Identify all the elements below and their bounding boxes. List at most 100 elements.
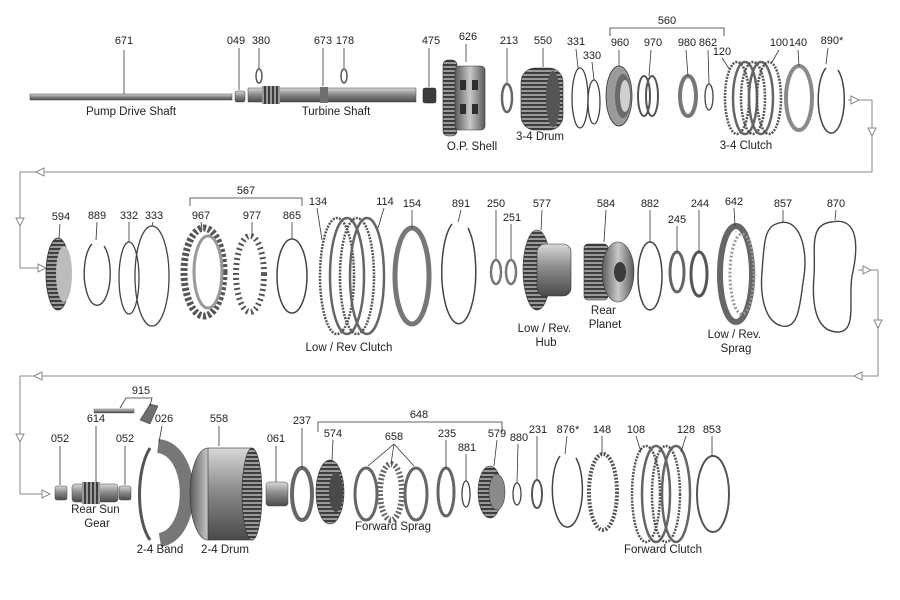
part-number-label: 237 <box>293 415 311 427</box>
part-number-label: 671 <box>115 35 133 47</box>
part-number-label: 584 <box>597 198 615 210</box>
part-number-label: 330 <box>583 50 601 62</box>
part-number-label: 862 <box>699 37 717 49</box>
drum-3-4-550: 550 3-4 Drum <box>516 35 564 143</box>
part-name-label: Low / Rev. Hub <box>518 323 575 349</box>
part-number-label: 558 <box>210 413 228 425</box>
part-number-label: 140 <box>789 37 807 49</box>
pump-drive-shaft-671: 671 Pump Drive Shaft <box>29 35 233 118</box>
backing-plate-148: 148 <box>587 424 619 532</box>
part-number-label: 673 <box>314 35 332 47</box>
snap-ring-853: 853 <box>696 424 730 533</box>
apply-plate-120: 120 <box>713 46 731 71</box>
part-number-label: 890* <box>821 35 844 47</box>
backing-plate-140: 140 <box>784 37 814 132</box>
part-number-label: 120 <box>713 46 731 58</box>
clutch-plate-134: 134 <box>309 196 327 241</box>
thrust-bearing-245: 245 <box>668 214 686 294</box>
part-number-label: 052 <box>116 433 134 445</box>
piston-960: 960 <box>605 37 633 127</box>
band-anchor-915: 915 <box>93 385 159 425</box>
part-number-label: 026 <box>155 413 173 425</box>
drum-2-4-558: 558 2-4 Drum <box>189 413 263 556</box>
thrust-washer-250: 250 <box>487 198 505 286</box>
part-number-label: 857 <box>774 198 792 210</box>
snap-ring-862: 862 <box>699 37 717 111</box>
row-3-parts: 052 614 Rear Sun Gear 052 915 <box>51 385 730 556</box>
sleeve-061: 061 <box>265 433 289 507</box>
part-number-label: 251 <box>503 212 521 224</box>
part-number-label: 967 <box>192 210 210 222</box>
part-number-label: 244 <box>691 198 709 210</box>
clutch-plate-114: 114 <box>376 196 394 229</box>
row-2-parts: 594 889 332 333 567 967 <box>45 185 857 355</box>
rear-planet-584: 584 Rear Planet <box>583 198 635 331</box>
group-bracket-648: 648 <box>317 409 503 432</box>
seal-ring-333: 333 <box>134 210 170 327</box>
group-name-label: Forward Sprag <box>355 521 431 533</box>
forward-sprag-658: 658 Forward Sprag <box>353 431 431 533</box>
flow-connector-row2-to-row3 <box>15 265 883 499</box>
seal-ring-380: 380 <box>252 35 270 84</box>
clutch-pack-low-rev: Low / Rev Clutch <box>306 216 392 354</box>
group-number-label: 648 <box>410 409 428 421</box>
part-number-label: 594 <box>52 211 70 223</box>
part-number-label: 889 <box>88 210 106 222</box>
rear-sun-gear-614: 614 Rear Sun Gear <box>71 413 120 530</box>
part-number-label: 380 <box>252 35 270 47</box>
low-rev-hub-577: 577 Low / Rev. Hub <box>518 198 575 349</box>
group-number-label: 560 <box>658 15 676 27</box>
op-shell-626: 626 O.P. Shell <box>442 31 497 153</box>
thrust-washer-231: 231 <box>529 424 547 509</box>
part-number-label: 049 <box>227 35 245 47</box>
seal-ring-178: 178 <box>336 35 354 84</box>
thrust-washer-237: 237 <box>290 415 314 522</box>
part-number-label: 231 <box>529 424 547 436</box>
part-number-label: 148 <box>593 424 611 436</box>
part-number-label: 128 <box>677 424 695 436</box>
part-number-label: 052 <box>51 433 69 445</box>
snap-ring-857: 857 <box>760 198 806 327</box>
low-rev-sprag-642: 642 Low / Rev. Sprag <box>708 196 765 355</box>
part-name-label: Rear Planet <box>589 305 622 331</box>
part-number-label: 108 <box>627 424 645 436</box>
clutch-pack-forward: Forward Clutch <box>624 444 702 556</box>
part-number-label: 870 <box>827 198 845 210</box>
part-name-line: Gear <box>84 518 110 530</box>
part-number-label: 061 <box>267 433 285 445</box>
thrust-washer-235: 235 <box>436 428 456 518</box>
snap-ring-890: 890* <box>817 35 846 134</box>
snap-ring-891: 891 <box>441 198 477 325</box>
part-name-line: Low / Rev. <box>518 323 571 335</box>
part-number-label: 213 <box>500 35 518 47</box>
part-number-label: 980 <box>678 37 696 49</box>
snap-ring-881: 881 <box>458 442 476 508</box>
bushing-052-left: 052 <box>51 433 69 501</box>
clutch-pack-3-4: 3-4 Clutch <box>720 60 783 152</box>
snap-ring-876: 876* <box>551 424 584 528</box>
part-number-label: 332 <box>120 210 138 222</box>
snap-ring-865: 865 <box>276 210 308 314</box>
part-number-label: 960 <box>611 37 629 49</box>
part-number-label: 134 <box>309 196 327 208</box>
part-name-label: 3-4 Drum <box>516 131 564 143</box>
part-name-label: 2-4 Band <box>137 544 184 556</box>
part-number-label: 970 <box>644 37 662 49</box>
part-number-label: 475 <box>422 35 440 47</box>
reaction-ring-594: 594 <box>45 211 72 311</box>
part-number-label: 977 <box>243 210 261 222</box>
part-number-label: 100 <box>770 37 788 49</box>
part-number-label: 250 <box>487 198 505 210</box>
bushing-475: 475 <box>422 35 440 104</box>
group-bracket-560: 560 <box>609 15 725 36</box>
band-2-4-026: 026 2-4 Band <box>137 413 194 556</box>
part-name-label: Low / Rev. Sprag <box>708 329 765 355</box>
part-number-label: 882 <box>641 198 659 210</box>
thrust-washer-244: 244 <box>689 198 709 298</box>
part-name-line: Hub <box>535 337 556 349</box>
part-number-label: 577 <box>533 198 551 210</box>
snap-ring-880: 880 <box>510 432 528 506</box>
snap-ring-882: 882 <box>637 198 663 311</box>
thrust-washer-251: 251 <box>503 212 521 286</box>
